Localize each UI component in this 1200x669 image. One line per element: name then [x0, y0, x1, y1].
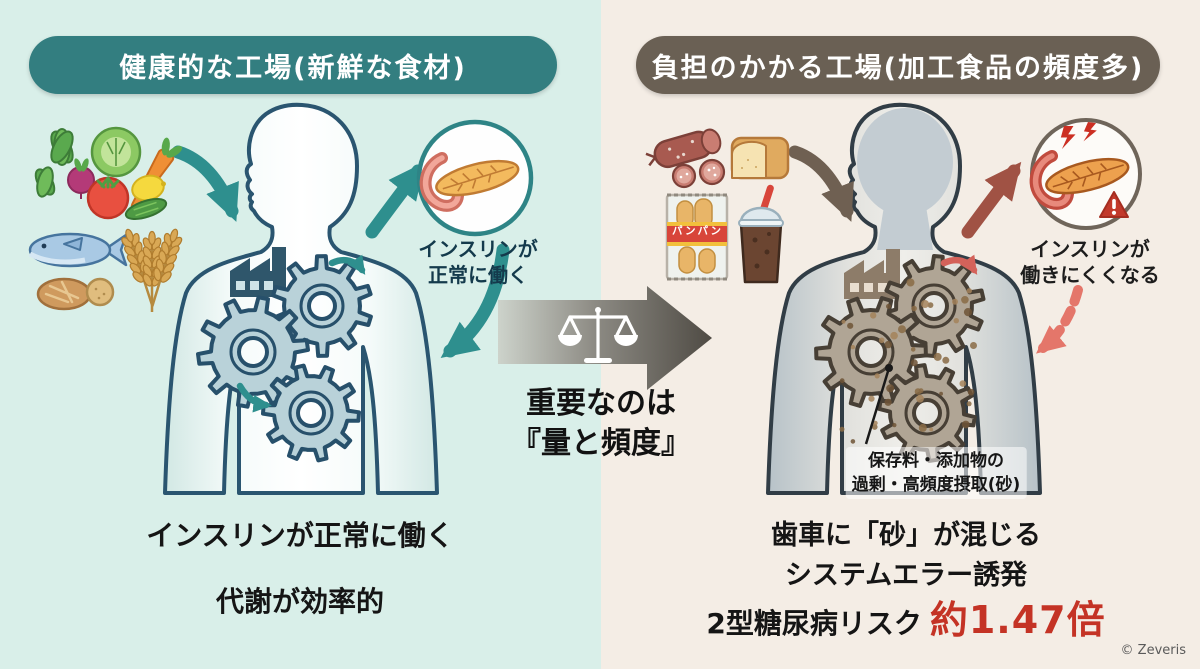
flow-arrows-healthy	[171, 145, 510, 413]
leafy-greens-icon	[34, 166, 56, 198]
right-summary-line1: 歯車に「砂」が混じる	[771, 520, 1041, 551]
wheat-icon	[121, 228, 183, 312]
bread-icon	[36, 277, 92, 311]
weakened-response-dashed-arrow	[1036, 285, 1083, 354]
cabbage-icon	[90, 126, 142, 178]
cucumber-icon	[124, 197, 168, 221]
bread-loaf-icon	[730, 136, 790, 180]
lightning-icon	[1060, 122, 1097, 150]
head-shade	[857, 108, 953, 216]
fish-icon	[28, 232, 128, 268]
salami-slice-icon	[671, 163, 697, 189]
snack-bag-label: パンパン	[671, 225, 724, 237]
beet-icon	[67, 158, 95, 199]
tomato-icon	[86, 176, 130, 220]
pancreas-icon	[419, 152, 520, 212]
gear-icon	[271, 254, 373, 358]
pancreas-stressed-badge	[1029, 118, 1142, 230]
right-summary-line2: システムエラー誘発	[784, 560, 1028, 591]
copyright: © Zeveris	[1120, 643, 1186, 658]
insulin-resistant-caption: インスリンが 働きにくくなる	[1020, 237, 1160, 287]
roll-icon	[85, 277, 115, 307]
risk-label: 2型糖尿病リスク	[706, 607, 922, 640]
right-header-label: 負担のかかる工場(加工食品の頻度多)	[651, 52, 1145, 84]
left-summary-line1: インスリンが正常に働く	[146, 519, 454, 552]
diabetes-risk-line: 2型糖尿病リスク 約1.47倍	[706, 589, 1105, 644]
gear-sand-annotation: 保存料・添加物の 過剰・高頻度摂取(砂)	[845, 447, 1027, 499]
pancreas-normal-badge	[416, 119, 534, 237]
left-summary-line2: 代謝が効率的	[215, 585, 385, 618]
snack-bag-icon	[665, 193, 729, 281]
cola-cup-icon	[738, 184, 784, 284]
gear-icon	[261, 363, 361, 463]
comparison-arrow	[498, 286, 712, 390]
left-panel-header: 健康的な工場(新鮮な食材)	[29, 36, 557, 94]
factory-icon	[230, 247, 286, 297]
left-header-label: 健康的な工場(新鮮な食材)	[119, 52, 467, 84]
annotation-pointer-line	[864, 364, 893, 445]
leafy-greens-icon	[50, 128, 74, 166]
balance-scale-icon	[558, 307, 638, 363]
salami-icon	[645, 128, 722, 169]
flow-arrows-stressed	[788, 145, 1083, 354]
insulin-normal-caption: インスリンが 正常に働く	[418, 237, 538, 287]
sand-particles	[839, 278, 977, 444]
center-message: 重要なのは 『量と頻度』	[511, 386, 691, 461]
right-panel-header: 負担のかかる工場(加工食品の頻度多)	[636, 36, 1160, 94]
body-silhouette-stressed	[766, 102, 1042, 495]
warning-icon	[1099, 191, 1129, 218]
risk-value: 約1.47倍	[929, 598, 1106, 642]
pancreas-icon	[1029, 150, 1130, 210]
salami-slice-icon	[698, 158, 726, 186]
gear-icons-healthy	[196, 254, 373, 463]
processed-foods-illustration	[645, 128, 790, 284]
fresh-foods-illustration	[28, 126, 183, 312]
